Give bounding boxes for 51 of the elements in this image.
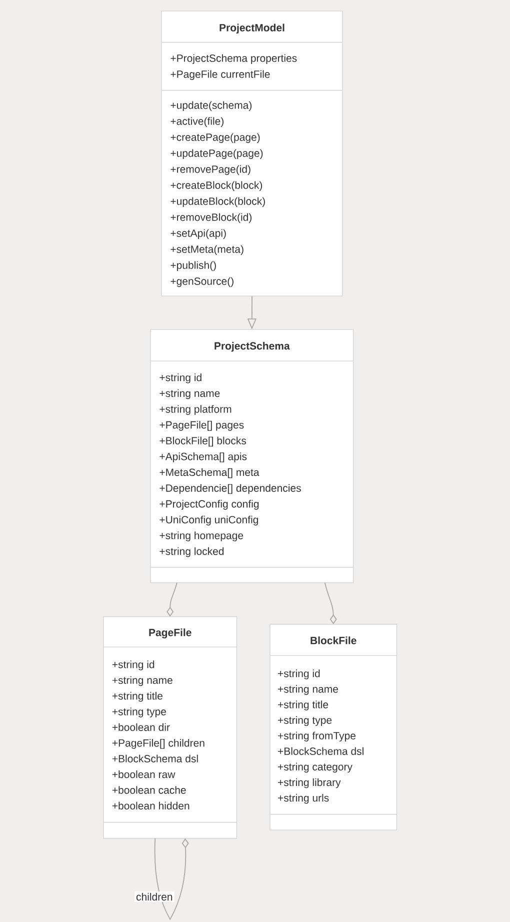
- attribute-text: +BlockSchema dsl: [278, 747, 364, 755]
- attribute-text: +string title: [112, 692, 162, 702]
- attribute-text: +string title: [278, 700, 328, 710]
- attribute-text: +MetaSchema[] meta: [160, 468, 260, 478]
- attribute-text: +PageFile[] pages: [160, 420, 244, 431]
- method-text: +removeBlock(id): [170, 213, 252, 223]
- class-name: ProjectSchema: [214, 342, 290, 352]
- attribute-text: +boolean hidden: [112, 802, 190, 810]
- attribute-text: +ApiSchema[] apis: [160, 452, 247, 462]
- attribute-text: +ProjectConfig config: [160, 500, 259, 510]
- attribute-text: +boolean raw: [112, 770, 176, 778]
- attribute-text: +string id: [278, 670, 320, 680]
- attribute-text: +string homepage: [160, 532, 244, 542]
- attribute-text: +UniConfig uniConfig: [160, 516, 258, 526]
- attribute-text: +PageFile[] children: [112, 739, 204, 749]
- attribute-text: +string name: [278, 685, 338, 695]
- method-text: +removePage(id): [170, 165, 250, 175]
- method-text: +updateBlock(block): [170, 197, 265, 207]
- method-text: +active(file): [170, 117, 224, 127]
- method-text: +createBlock(block): [170, 181, 262, 191]
- attribute-text: +string name: [160, 389, 220, 400]
- attribute-text: +string locked: [160, 547, 224, 558]
- method-text: +setMeta(meta): [170, 245, 244, 255]
- attribute-text: +string name: [112, 676, 172, 686]
- attribute-text: +BlockSchema dsl: [112, 754, 198, 762]
- method-text: +genSource(): [170, 277, 234, 287]
- attribute-text: +string type: [278, 716, 332, 726]
- attribute-text: +BlockFile[] blocks: [160, 436, 246, 446]
- edge-label: children: [134, 891, 174, 902]
- method-text: +publish(): [170, 261, 216, 271]
- attribute-text: +boolean dir: [112, 723, 170, 732]
- attribute-text: +string library: [278, 778, 341, 788]
- attribute-text: +string urls: [278, 794, 329, 804]
- attribute-text: +Dependencie[] dependencies: [160, 484, 301, 494]
- attribute-text: +string category: [278, 762, 352, 773]
- method-text: +setApi(api): [170, 229, 226, 239]
- attribute-text: +string fromType: [278, 732, 356, 742]
- attribute-text: +string id: [112, 660, 154, 670]
- attribute-text: +ProjectSchema properties: [170, 54, 297, 64]
- class-name: PageFile: [149, 628, 192, 638]
- attribute-text: +PageFile currentFile: [170, 70, 270, 80]
- class-name: ProjectModel: [220, 24, 284, 34]
- method-text: +createPage(page): [170, 133, 260, 143]
- attribute-text: +string platform: [160, 405, 232, 415]
- method-text: +updatePage(page): [170, 149, 263, 159]
- aggregation-line: [154, 838, 189, 920]
- method-text: +update(schema): [170, 101, 252, 111]
- attribute-text: +string type: [112, 708, 166, 718]
- attribute-text: +boolean cache: [112, 786, 186, 794]
- class-name: BlockFile: [310, 636, 356, 644]
- attribute-text: +string id: [160, 374, 202, 384]
